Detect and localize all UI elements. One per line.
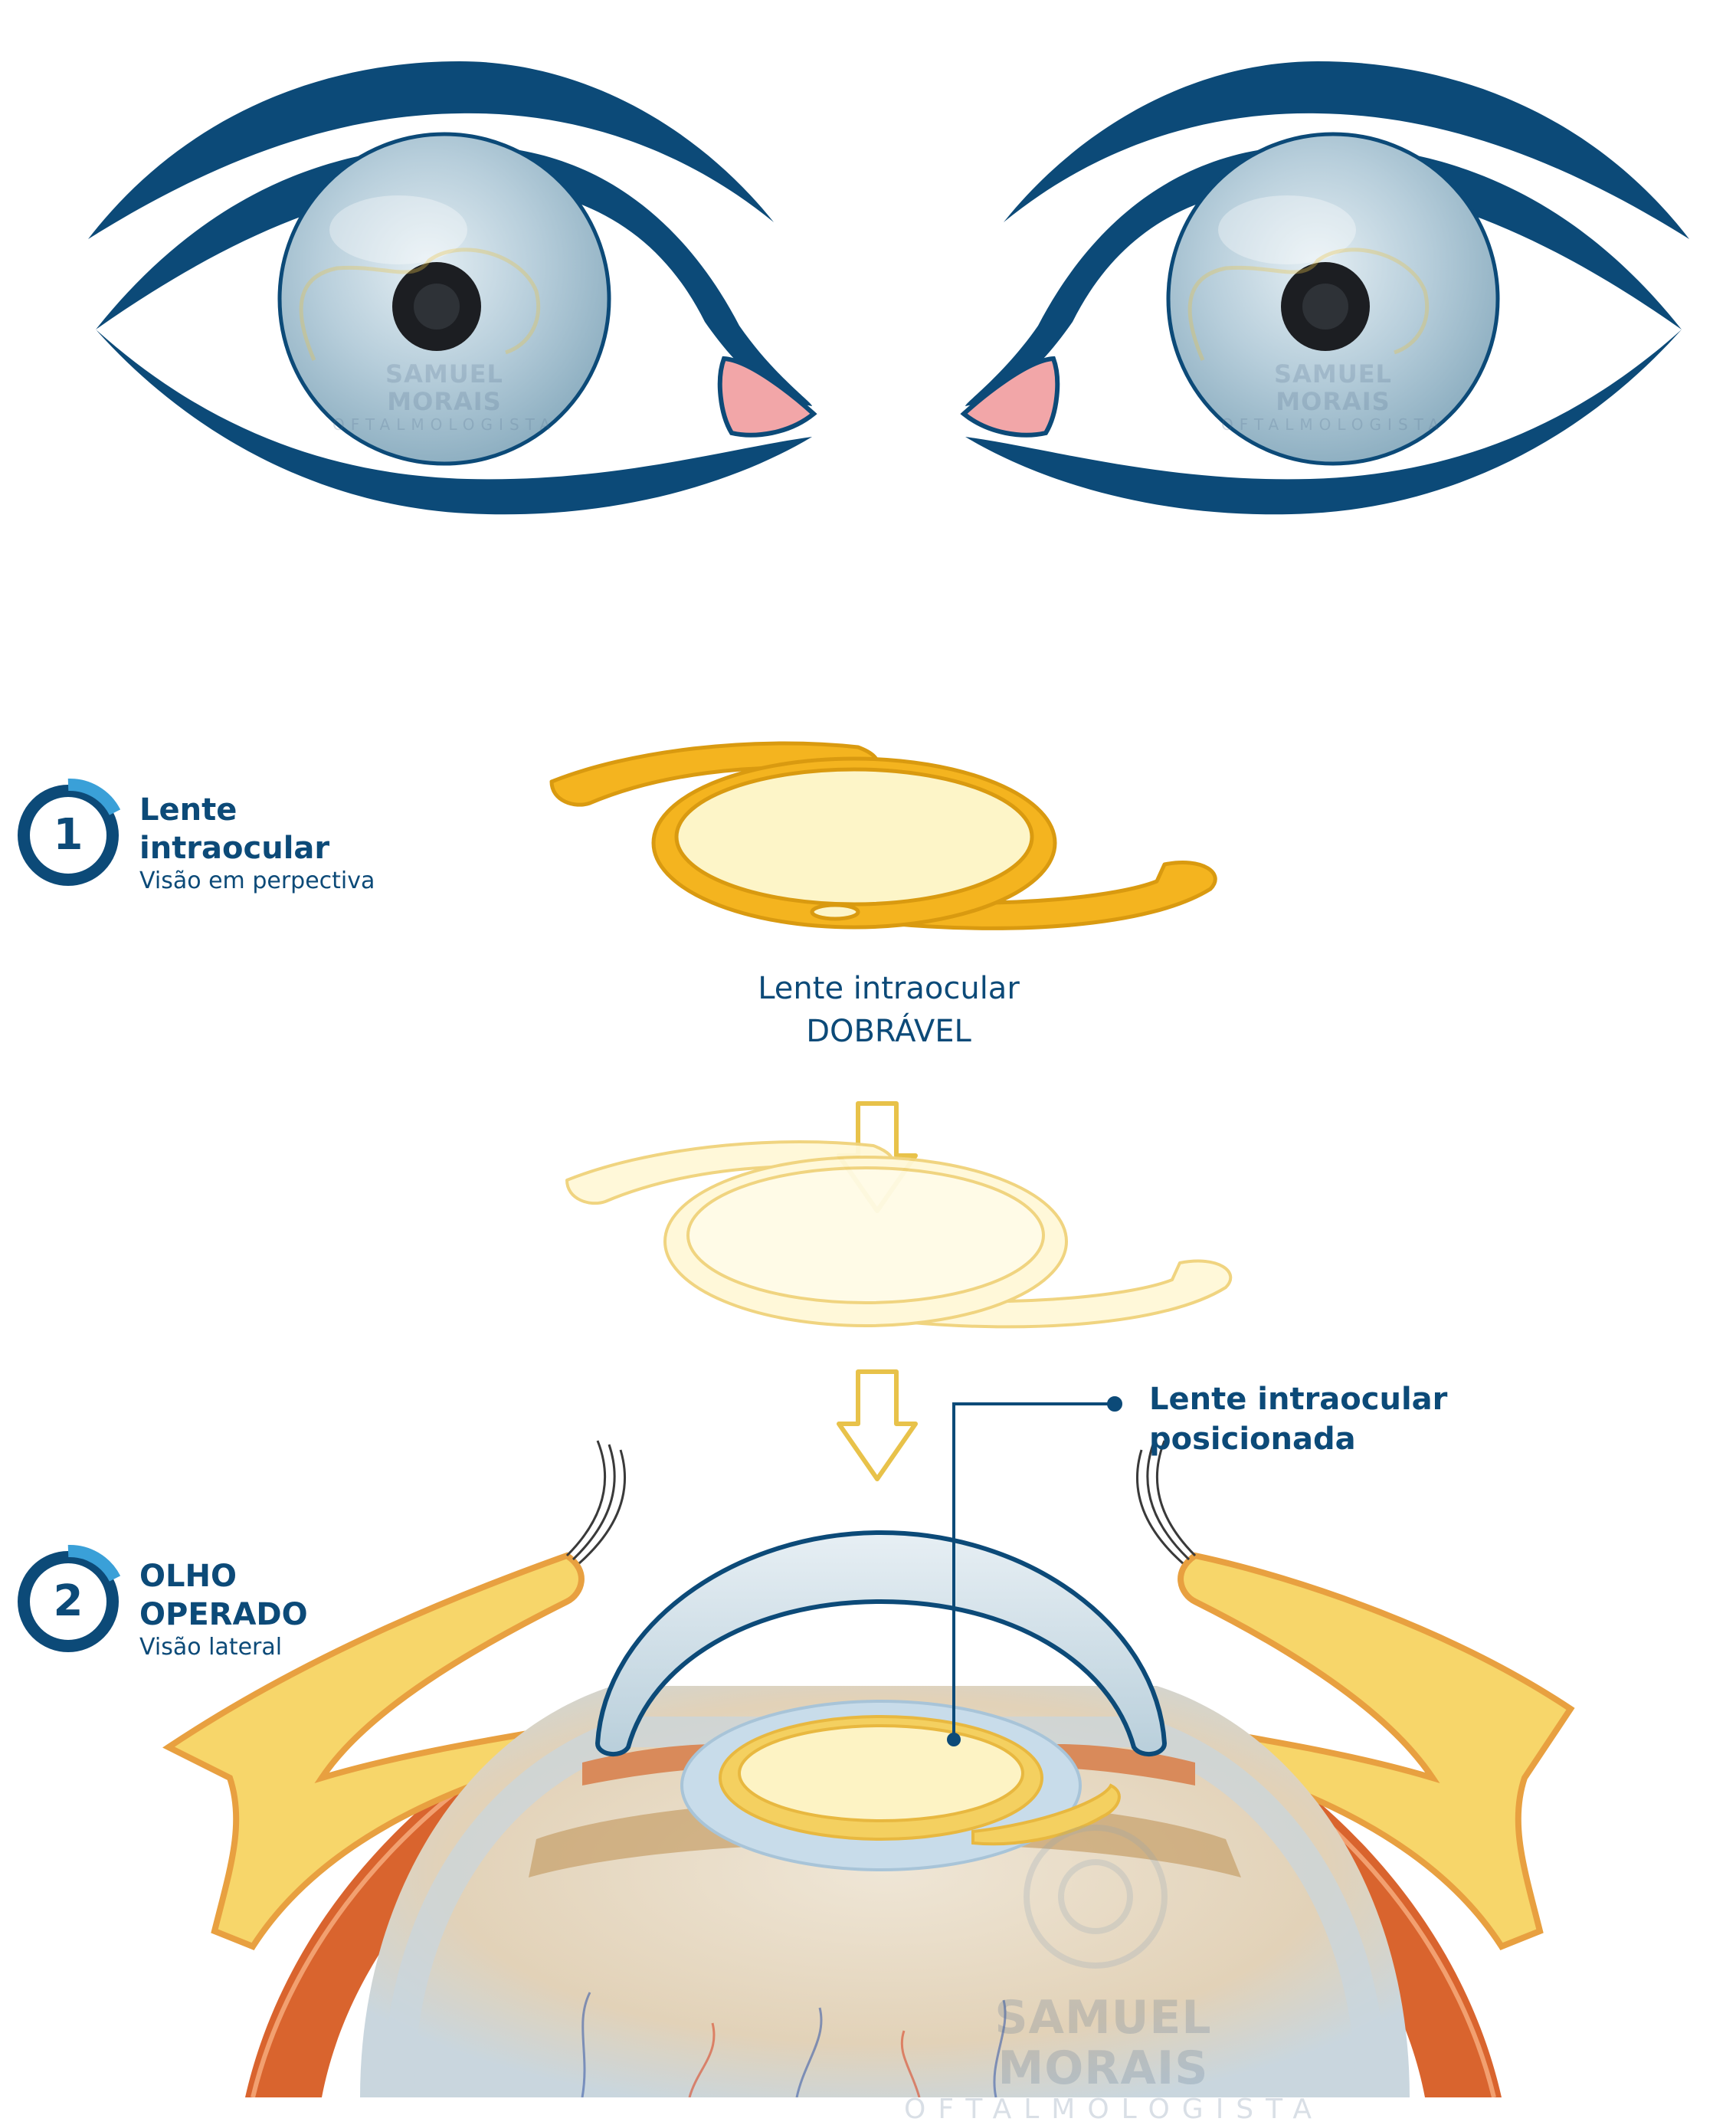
step-2-title-line2: OPERADO bbox=[139, 1597, 308, 1632]
step-1-subtitle: Visão em perpectiva bbox=[139, 867, 375, 894]
step-2-number: 2 bbox=[53, 1576, 84, 1626]
step-2-label: OLHO OPERADO Visão lateral bbox=[139, 1557, 308, 1661]
watermark-left-name: SAMUEL MORAIS bbox=[385, 359, 503, 416]
step-1-badge bbox=[18, 778, 121, 886]
callout-leader-line bbox=[947, 1396, 1122, 1746]
left-eye-front-view bbox=[88, 61, 817, 515]
callout-line2: posicionada bbox=[1149, 1422, 1356, 1457]
implanted-intraocular-lens bbox=[719, 1715, 1121, 1846]
right-eyelashes bbox=[1136, 1440, 1197, 1565]
step-1-number: 1 bbox=[53, 810, 84, 860]
right-eye-front-view bbox=[960, 61, 1689, 515]
watermark-right-name: SAMUEL MORAIS bbox=[1274, 359, 1392, 416]
left-upper-eyelid bbox=[96, 145, 812, 406]
watermark-left-role: OFTALMOLOGISTA bbox=[332, 415, 556, 434]
step-1-title-line2: intraocular bbox=[139, 831, 330, 866]
right-upper-eyelid bbox=[965, 145, 1682, 406]
step-1-title-line1: Lente bbox=[139, 792, 237, 828]
lens-caption: Lente intraocular DOBRÁVEL bbox=[667, 967, 1111, 1053]
watermark-bottom: SAMUEL MORAIS OFTALMOLOGISTA bbox=[904, 1991, 1324, 2125]
right-eyebrow-line bbox=[1004, 61, 1689, 239]
right-orbital-fat bbox=[1142, 1552, 1575, 1950]
step-1-label: Lente intraocular Visão em perpectiva bbox=[139, 791, 375, 895]
watermark-logo-bottom bbox=[1024, 1825, 1168, 1969]
callout-line1: Lente intraocular bbox=[1149, 1382, 1448, 1417]
watermark-logo-right bbox=[1187, 248, 1430, 361]
eyeball-globe bbox=[360, 1686, 1410, 2097]
left-caruncle bbox=[717, 356, 817, 438]
intraocular-lens-faded bbox=[565, 1140, 1233, 1329]
watermark-right-role: OFTALMOLOGISTA bbox=[1221, 415, 1445, 434]
watermark-bottom-name: SAMUEL MORAIS bbox=[994, 1991, 1212, 2095]
cornea bbox=[594, 1530, 1168, 1756]
right-caruncle bbox=[960, 356, 1060, 438]
left-orbital-fat bbox=[162, 1552, 612, 1950]
step-2-badge bbox=[18, 1544, 121, 1652]
watermark-right: SAMUEL MORAIS OFTALMOLOGISTA bbox=[1218, 360, 1448, 434]
intraocular-lens-perspective bbox=[549, 741, 1217, 930]
lens-caption-line1: Lente intraocular bbox=[758, 971, 1020, 1006]
lens-caption-line2: DOBRÁVEL bbox=[806, 1014, 971, 1049]
step-2-title-line1: OLHO bbox=[139, 1559, 237, 1594]
watermark-logo-left bbox=[299, 248, 541, 361]
left-eyebrow-line bbox=[88, 61, 774, 239]
left-eyelashes bbox=[565, 1440, 626, 1565]
lens-optic bbox=[674, 767, 1034, 907]
positioned-lens-callout: Lente intraocular posicionada bbox=[1149, 1379, 1447, 1459]
operated-eye-side-view bbox=[162, 1440, 1575, 2097]
watermark-left: SAMUEL MORAIS OFTALMOLOGISTA bbox=[329, 360, 559, 434]
down-arrow-2 bbox=[837, 1369, 918, 1481]
watermark-bottom-role: OFTALMOLOGISTA bbox=[904, 2094, 1324, 2125]
step-2-subtitle: Visão lateral bbox=[139, 1634, 283, 1661]
